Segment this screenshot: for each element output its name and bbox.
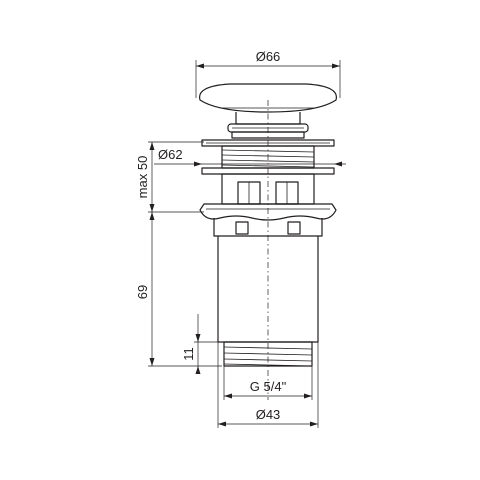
bottom-thread (223, 341, 313, 367)
thread-label: G 5/4" (250, 379, 287, 394)
waste-body (198, 83, 338, 367)
dim-body-diameter: Ø43 (217, 342, 319, 428)
dim-body-height: 69 (135, 212, 222, 367)
dim-thread-length: 11 (181, 314, 222, 374)
upper-flange (201, 139, 335, 147)
dim-thread: G 5/4" (223, 366, 313, 400)
body-diameter-label: Ø43 (256, 407, 281, 422)
upper-thread (221, 145, 315, 169)
dim-max-height: max 50 (135, 141, 204, 213)
cap-diameter-label: Ø66 (256, 49, 281, 64)
dim-flange-diameter: Ø62 (154, 147, 346, 167)
lower-flange (199, 203, 337, 221)
thread-length-label: 11 (181, 347, 196, 361)
lock-nut (221, 173, 315, 205)
max-height-label: max 50 (135, 156, 150, 199)
flange-diameter-label: Ø62 (158, 147, 183, 162)
body (213, 218, 323, 237)
cap (198, 83, 338, 113)
dim-cap-diameter: Ø66 (195, 49, 341, 98)
body-height-label: 69 (135, 285, 150, 299)
